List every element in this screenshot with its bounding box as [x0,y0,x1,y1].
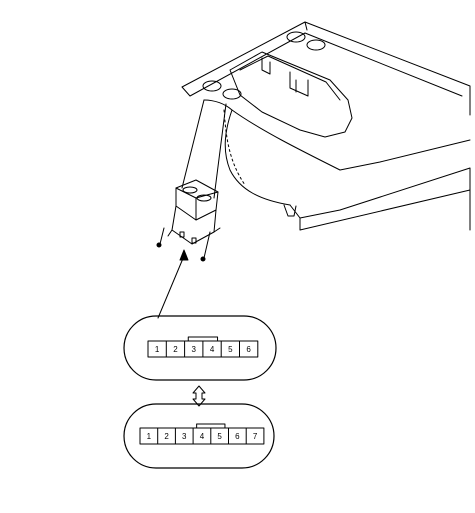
up-down-double-arrow-icon [192,385,206,407]
pin-number: 4 [200,432,205,441]
connector-6-pin: 1 2 3 4 5 6 [123,315,277,381]
switch-assembly-illustration [167,179,221,245]
connector-7-pin: 1 2 3 4 5 6 7 [123,403,275,469]
connector-housing [139,427,265,445]
connector-lock-tab [196,423,226,429]
pin-number: 5 [228,345,233,354]
pin-number: 4 [210,345,215,354]
pin-number: 7 [253,432,258,441]
pin-number: 1 [147,432,152,441]
pin-number: 3 [192,345,197,354]
pin-number: 2 [173,345,178,354]
connector-bubble [123,403,275,469]
pin-number: 5 [217,432,222,441]
pin-number: 6 [235,432,240,441]
pin-number: 3 [182,432,187,441]
pin-number: 2 [164,432,169,441]
center-console-illustration [181,21,471,231]
pin-number: 1 [155,345,160,354]
pin-number: 6 [246,345,251,354]
pointer-arrow-icon [157,249,189,319]
connector-lock-tab [187,336,219,342]
connector-bubble [123,315,277,381]
screw-icon [156,227,211,262]
